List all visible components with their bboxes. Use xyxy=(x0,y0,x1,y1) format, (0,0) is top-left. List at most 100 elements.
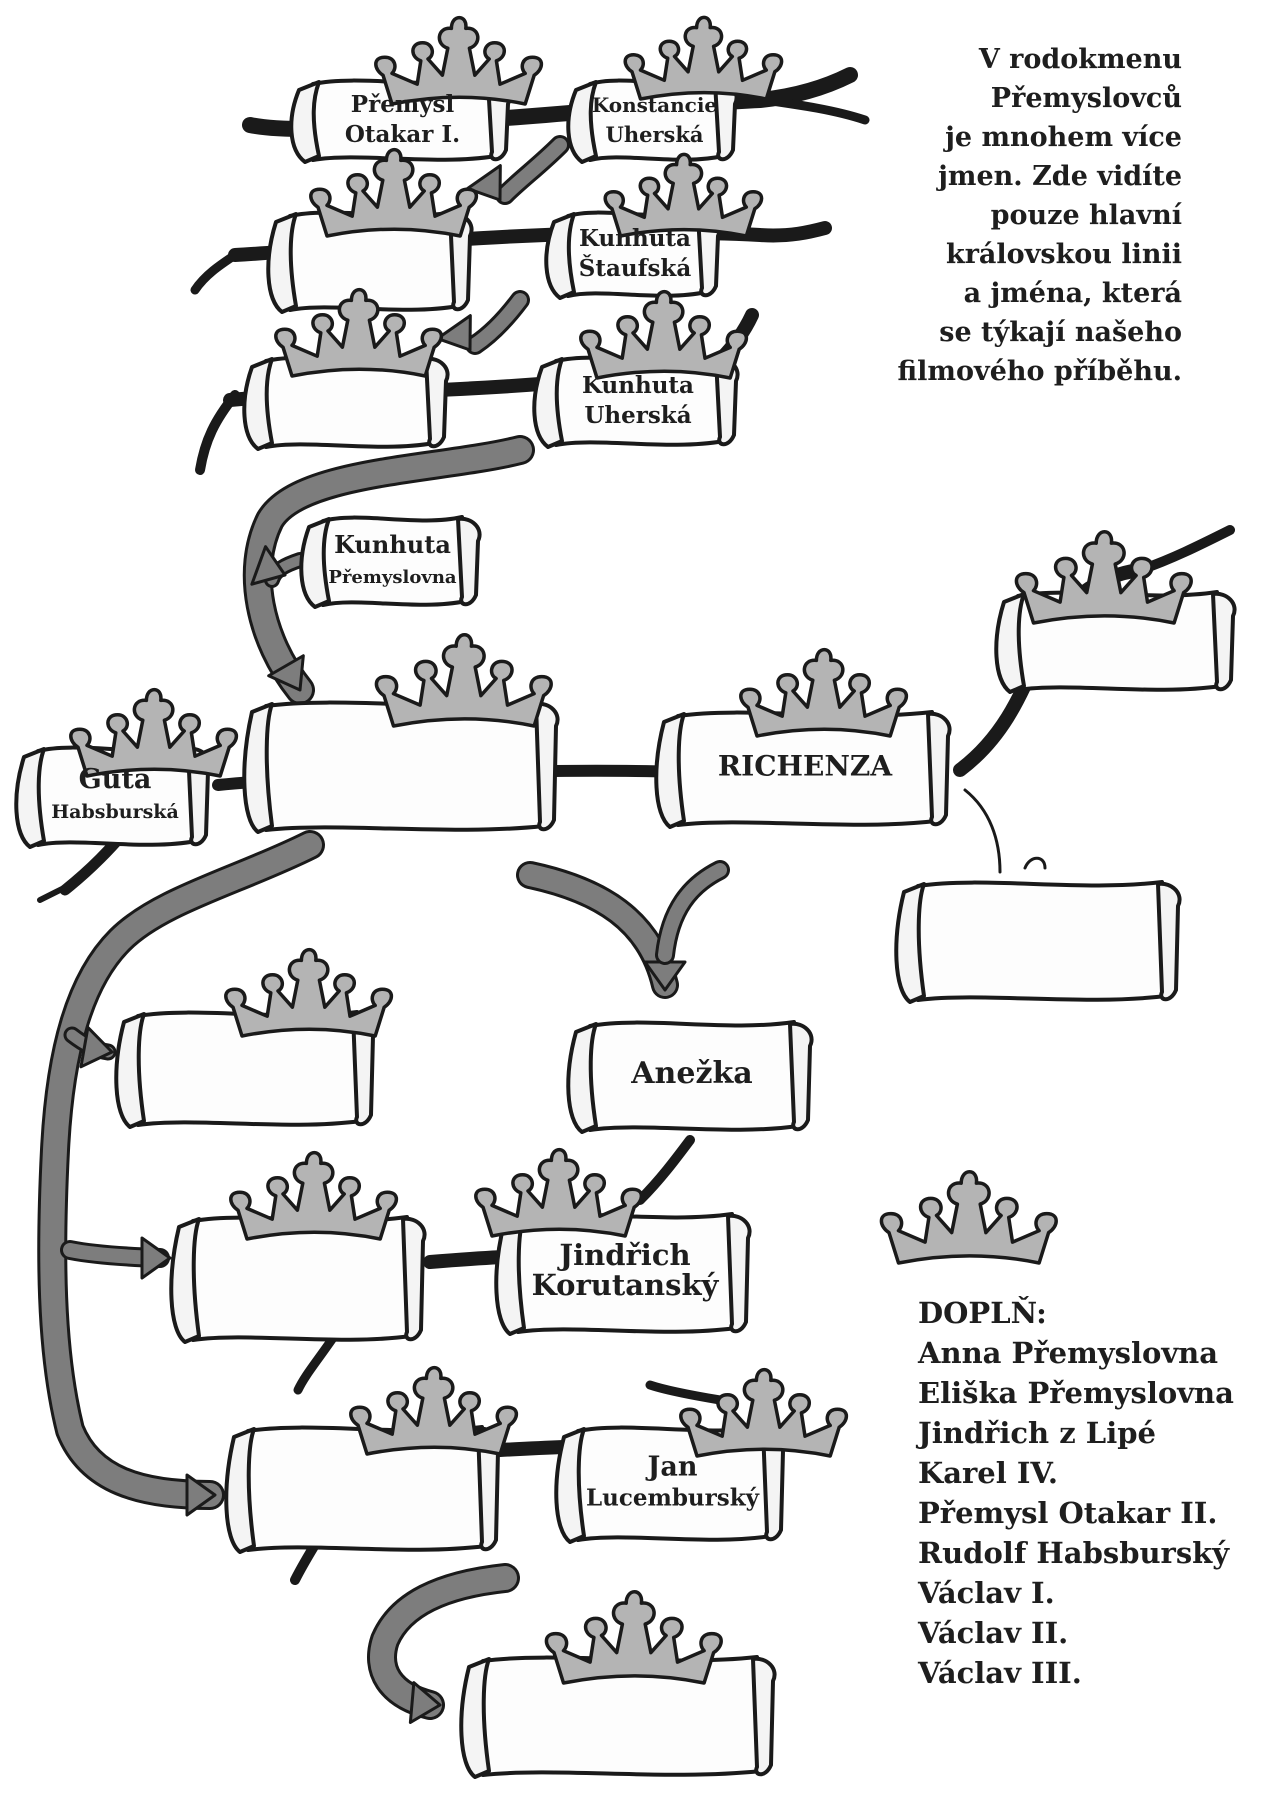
crown-icons xyxy=(69,15,1193,1685)
branch xyxy=(1135,525,1235,575)
arrowhead xyxy=(436,314,472,352)
branch xyxy=(37,882,73,903)
scroll-nodes xyxy=(14,78,1237,1779)
branch xyxy=(760,95,870,125)
crown-shape xyxy=(544,1590,723,1685)
legend-name: Karel IV. xyxy=(918,1456,1058,1490)
crown-shape xyxy=(474,1147,644,1238)
scroll-paper xyxy=(916,880,1168,1002)
scroll-anezka xyxy=(566,1020,814,1134)
crown-shape xyxy=(224,947,394,1038)
legend-name: Václav II. xyxy=(918,1616,1069,1650)
scroll-label: Habsburská xyxy=(51,801,179,823)
scroll-left-curl xyxy=(242,702,274,834)
scroll-left-curl xyxy=(169,1217,201,1344)
scroll-left-curl xyxy=(242,357,274,451)
scroll-right-curl xyxy=(401,1216,427,1342)
branch xyxy=(190,250,240,295)
empty-scroll xyxy=(894,880,1182,1004)
scroll-left-curl xyxy=(566,1022,598,1134)
intro-line: je mnohem více xyxy=(945,122,1182,153)
scroll-konstancie xyxy=(566,78,739,164)
crown-shape xyxy=(739,647,909,738)
empty-scroll xyxy=(224,1425,502,1554)
crown-icon xyxy=(474,1147,644,1238)
crown-icon xyxy=(739,647,909,738)
scroll-label: Uherská xyxy=(584,402,691,429)
scroll-right-curl xyxy=(424,356,450,449)
crown-shape xyxy=(374,15,544,106)
legend-name: Rudolf Habsburský xyxy=(918,1536,1230,1570)
scroll-right-curl xyxy=(751,1656,777,1777)
crown-shape xyxy=(623,15,784,101)
scroll-kunhuta-premyslovna xyxy=(299,515,482,609)
scroll-label: Jindřich xyxy=(556,1238,690,1272)
empty-scroll xyxy=(242,700,560,834)
arrow-outline xyxy=(37,830,325,1510)
crown-icon xyxy=(69,687,239,778)
curl-ornament xyxy=(1023,856,1047,870)
scroll-left-curl xyxy=(14,747,46,849)
arrowhead xyxy=(267,654,305,692)
scroll-label: Jan xyxy=(646,1452,698,1483)
branch xyxy=(635,1135,695,1205)
scroll-right-curl xyxy=(926,711,952,827)
scroll-label: Anežka xyxy=(630,1056,752,1091)
empty-scroll xyxy=(242,355,450,451)
scroll-left-curl xyxy=(224,1427,256,1554)
intro-line: pouze hlavní xyxy=(990,200,1182,231)
crown-icon xyxy=(349,1365,519,1456)
legend-name: Přemysl Otakar II. xyxy=(918,1496,1218,1530)
scroll-label: RICHENZA xyxy=(718,750,893,783)
crown-icon xyxy=(603,152,764,238)
scroll-left-curl xyxy=(554,1427,586,1544)
legend-name: Václav III. xyxy=(918,1656,1082,1690)
scroll-jindrich-korutansky xyxy=(494,1212,752,1336)
crown-icon xyxy=(274,287,444,378)
legend-name: Anna Přemyslovna xyxy=(918,1336,1219,1370)
legend-name: Eliška Přemyslovna xyxy=(918,1376,1234,1410)
crown-icon xyxy=(679,1367,849,1458)
branch xyxy=(293,1330,340,1395)
arrowhead xyxy=(140,1236,172,1280)
scroll-left-curl xyxy=(994,592,1026,694)
scroll-left-curl xyxy=(289,80,321,164)
scroll-label: Konstancie xyxy=(592,93,717,117)
intro-line: Přemyslovců xyxy=(990,83,1182,114)
scroll-left-curl xyxy=(544,212,576,300)
crown-shape xyxy=(229,1150,399,1241)
crown-shape xyxy=(274,287,444,378)
empty-scroll xyxy=(169,1215,427,1344)
crown-shape xyxy=(309,147,479,238)
scroll-label: Guta xyxy=(79,764,152,795)
crown-icon xyxy=(544,1590,723,1685)
scroll-label: Kunhuta xyxy=(582,372,694,399)
scroll-label: Uherská xyxy=(606,122,704,147)
scroll-label: Přemysl xyxy=(351,91,455,118)
crown-icon xyxy=(1014,530,1193,625)
scroll-right-curl xyxy=(1211,591,1237,692)
intro-line: jmen. Zde vidíte xyxy=(938,161,1182,192)
scroll-label: Štaufská xyxy=(579,255,692,282)
arrowhead xyxy=(250,545,287,586)
scroll-right-curl xyxy=(788,1021,814,1132)
intro-text: V rodokmenu Přemyslovců je mnohem více j… xyxy=(842,40,1182,391)
scroll-label: Otakar I. xyxy=(345,121,460,148)
arrow-body xyxy=(498,138,567,202)
scroll-right-curl xyxy=(726,1213,752,1334)
legend-crown-icon xyxy=(879,1170,1058,1265)
scroll-jan-lucembursky xyxy=(554,1425,787,1544)
scroll-left-curl xyxy=(894,882,926,1004)
crown-icon xyxy=(309,147,479,238)
scroll-label: Korutanský xyxy=(532,1268,720,1302)
intro-line: filmového příběhu. xyxy=(897,356,1182,387)
scroll-label: Kunhuta xyxy=(334,530,451,559)
crown-icon xyxy=(579,289,749,380)
crown-icon xyxy=(374,15,544,106)
scroll-kunhuta-staufska xyxy=(544,210,722,300)
scroll-label: Přemyslovna xyxy=(328,567,456,588)
scroll-left-curl xyxy=(532,357,564,449)
crown-icon xyxy=(224,947,394,1038)
empty-scroll xyxy=(114,1010,377,1129)
